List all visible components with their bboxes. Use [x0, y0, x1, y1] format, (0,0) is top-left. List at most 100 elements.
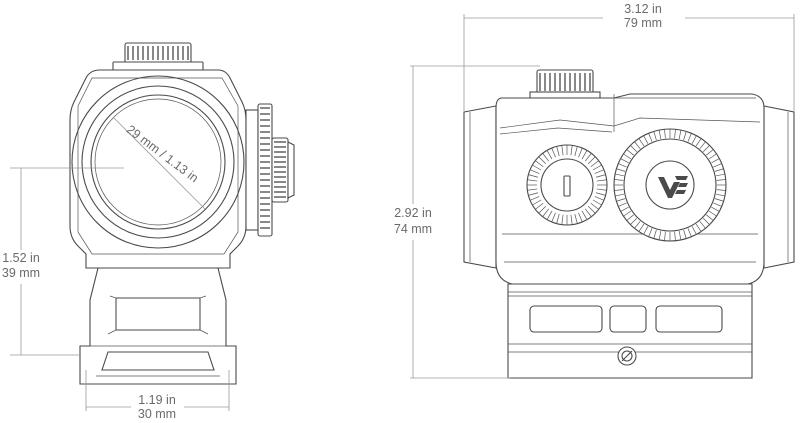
knurl-line	[538, 205, 547, 214]
knurl-line	[556, 146, 560, 157]
knurl-line	[528, 192, 539, 196]
knurl-line	[653, 131, 657, 141]
knurl-line	[716, 189, 726, 191]
knurl-line	[620, 158, 629, 164]
knurl-line	[551, 147, 556, 158]
knurl-line	[643, 135, 649, 144]
knurl-line	[529, 169, 540, 174]
knurl-line	[529, 196, 540, 201]
side-mount-base	[507, 283, 753, 379]
front-riser-mount	[79, 267, 237, 385]
knurl-line	[551, 212, 556, 223]
knurl-line	[590, 202, 599, 210]
knurl-line	[648, 133, 653, 142]
knurl-line	[592, 164, 602, 171]
side-top-turret	[529, 69, 601, 99]
logo-turret	[613, 128, 727, 242]
knurl-line	[638, 223, 645, 232]
knurl-line	[527, 188, 538, 191]
brightness-knob	[526, 144, 608, 226]
knurl-line	[595, 192, 606, 196]
knurl-line	[678, 130, 682, 139]
knurl-line	[578, 212, 583, 223]
front-height-mm-label: 39 mm	[2, 266, 40, 280]
side-view: 3.12 in 79 mm 2.92 in 74 mm	[394, 2, 795, 379]
knurl-line	[561, 214, 564, 225]
top-turret	[112, 42, 204, 71]
rear-hood	[463, 105, 497, 269]
knurl-line	[713, 202, 722, 207]
knurl-line	[674, 231, 676, 241]
side-turret	[245, 103, 295, 237]
knurl-line	[638, 138, 645, 147]
knurl-line	[626, 149, 634, 156]
knurl-line	[542, 208, 550, 217]
knurl-line	[678, 231, 682, 240]
knurl-line	[596, 188, 607, 191]
knurl-line	[711, 158, 720, 164]
knurl-line	[620, 206, 629, 212]
knurl-line	[634, 141, 641, 149]
knurl-line	[699, 141, 706, 149]
knurl-line	[683, 131, 687, 141]
knurl-line	[716, 179, 726, 181]
knurl-line	[716, 193, 725, 197]
knurl-line	[702, 145, 710, 153]
knurl-line	[528, 174, 539, 178]
knurl-line	[626, 214, 634, 221]
front-width-in-label: 1.19 in	[138, 393, 176, 407]
knurl-line	[596, 179, 607, 182]
knurl-line	[674, 129, 676, 139]
knurl-line	[614, 179, 624, 181]
knurl-line	[643, 226, 649, 235]
knurl-line	[584, 208, 592, 217]
front-width-mm-label: 30 mm	[138, 407, 176, 421]
knurl-line	[616, 198, 626, 202]
knurl-line	[708, 153, 717, 160]
knurl-line	[532, 199, 542, 206]
knurl-line	[687, 133, 692, 142]
knurl-line	[714, 198, 724, 202]
knurl-line	[634, 221, 641, 229]
knurl-line	[615, 193, 624, 197]
knurl-line	[711, 206, 720, 212]
knurl-line	[532, 164, 542, 171]
knurl-line	[716, 173, 725, 177]
knurl-line	[623, 153, 632, 160]
knurl-line	[664, 129, 666, 139]
knurl-line	[658, 130, 662, 139]
knurl-line	[587, 205, 596, 214]
knurl-line	[713, 163, 722, 168]
side-height-mm-label: 74 mm	[394, 222, 432, 236]
knurl-line	[595, 174, 606, 178]
front-height-in-label: 1.52 in	[2, 251, 40, 265]
knurl-line	[570, 214, 573, 225]
knurl-line	[691, 135, 697, 144]
knurl-line	[618, 202, 627, 207]
knurl-line	[527, 179, 538, 182]
knurl-line	[687, 228, 692, 237]
knurl-line	[616, 168, 626, 172]
knurl-line	[542, 153, 550, 162]
knurl-line	[574, 213, 578, 224]
screw-icon	[617, 346, 637, 366]
knurl-line	[581, 150, 588, 160]
knurl-line	[556, 213, 560, 224]
knurl-line	[570, 145, 573, 156]
knurl-line	[561, 145, 564, 156]
knurl-line	[706, 149, 714, 156]
knurl-line	[664, 231, 666, 241]
knurl-line	[592, 199, 602, 206]
knurl-line	[615, 173, 624, 177]
knurl-line	[614, 189, 624, 191]
knurl-line	[594, 169, 605, 174]
knurl-line	[714, 168, 724, 172]
front-view: 29 mm / 1.13 in 1.52 in 39 mm	[2, 42, 295, 421]
knurl-line	[699, 221, 706, 229]
side-length-in-label: 3.12 in	[624, 2, 662, 16]
knurl-line	[546, 150, 553, 160]
knurl-line	[658, 231, 662, 240]
knurl-line	[630, 145, 638, 153]
front-housing	[69, 69, 247, 269]
